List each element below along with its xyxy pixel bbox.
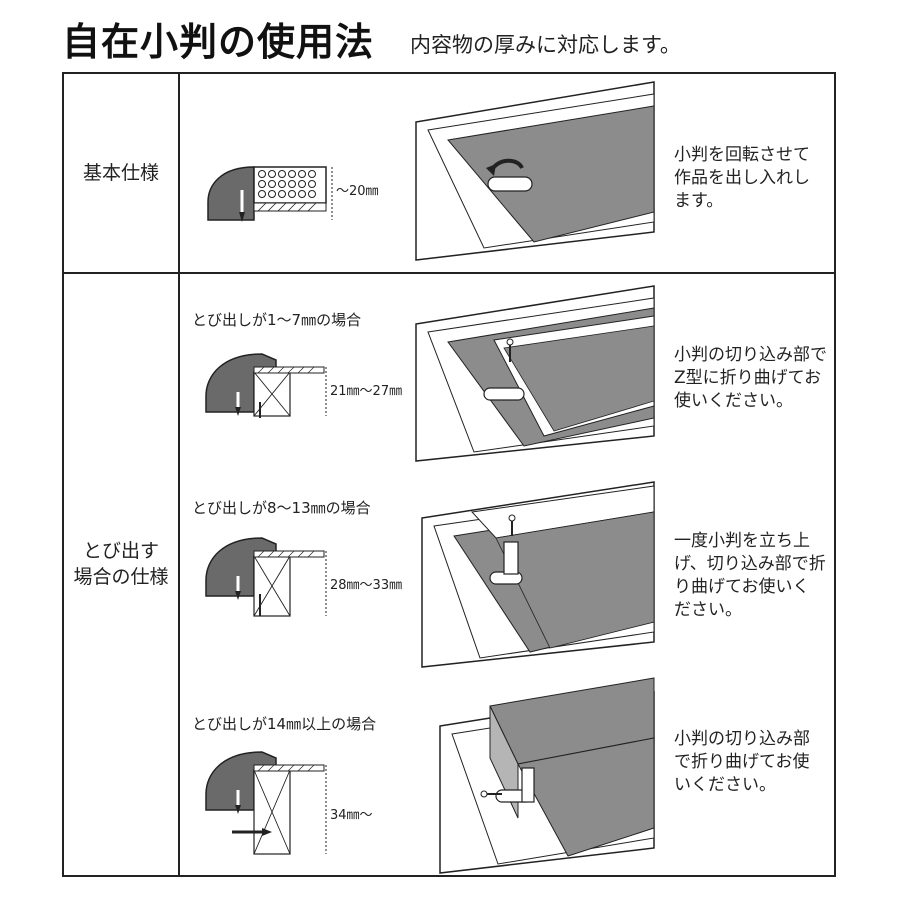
row-divider bbox=[64, 272, 834, 274]
basic-description: 小判を回転させて 作品を出し入れし ます。 bbox=[674, 145, 810, 211]
case2-title: とび出しが8〜13㎜の場合 bbox=[192, 499, 371, 517]
case1-title: とび出しが1〜7㎜の場合 bbox=[192, 311, 362, 329]
basic-dimension-label: 〜20㎜ bbox=[336, 184, 379, 199]
row-label-protrude-line1: とび出す bbox=[82, 540, 159, 562]
case1-cross-section-diagram bbox=[205, 353, 327, 418]
row-label-basic: 基本仕様 bbox=[82, 162, 159, 184]
case3-title: とび出しが14㎜以上の場合 bbox=[192, 715, 377, 733]
basic-cross-section-diagram bbox=[207, 166, 333, 222]
case2-description: 一度小判を立ち上 げ、切り込み部で折 り曲げてお使いく ださい。 bbox=[674, 531, 826, 620]
case3-description: 小判の切り込み部 で折り曲げてお使 いください。 bbox=[674, 729, 810, 795]
case1-description: 小判の切り込み部で Z型に折り曲げてお 使いください。 bbox=[674, 345, 827, 411]
row-label-protrude-line2: 場合の仕様 bbox=[73, 566, 169, 588]
case2-frame-illustration bbox=[421, 481, 655, 668]
case3-cross-section-diagram bbox=[205, 751, 327, 855]
page-title: 自在小判の使用法 bbox=[62, 20, 375, 64]
usage-table: 基本仕様 とび出す 場合の仕様 〜20㎜ 小判を回転させて 作品を出し入れし ま… bbox=[62, 72, 836, 877]
case3-dimension-label: 34㎜〜 bbox=[330, 808, 373, 823]
column-divider bbox=[178, 74, 180, 875]
case2-dimension-label: 28㎜〜33㎜ bbox=[330, 578, 403, 593]
case1-frame-illustration bbox=[415, 285, 655, 462]
basic-frame-illustration bbox=[415, 81, 655, 261]
page-subtitle: 内容物の厚みに対応します。 bbox=[410, 33, 681, 57]
row-label-protrude: とび出す 場合の仕様 bbox=[64, 538, 178, 590]
case3-frame-illustration bbox=[439, 677, 655, 874]
case2-cross-section-diagram bbox=[205, 537, 327, 617]
case1-dimension-label: 21㎜〜27㎜ bbox=[330, 384, 403, 399]
